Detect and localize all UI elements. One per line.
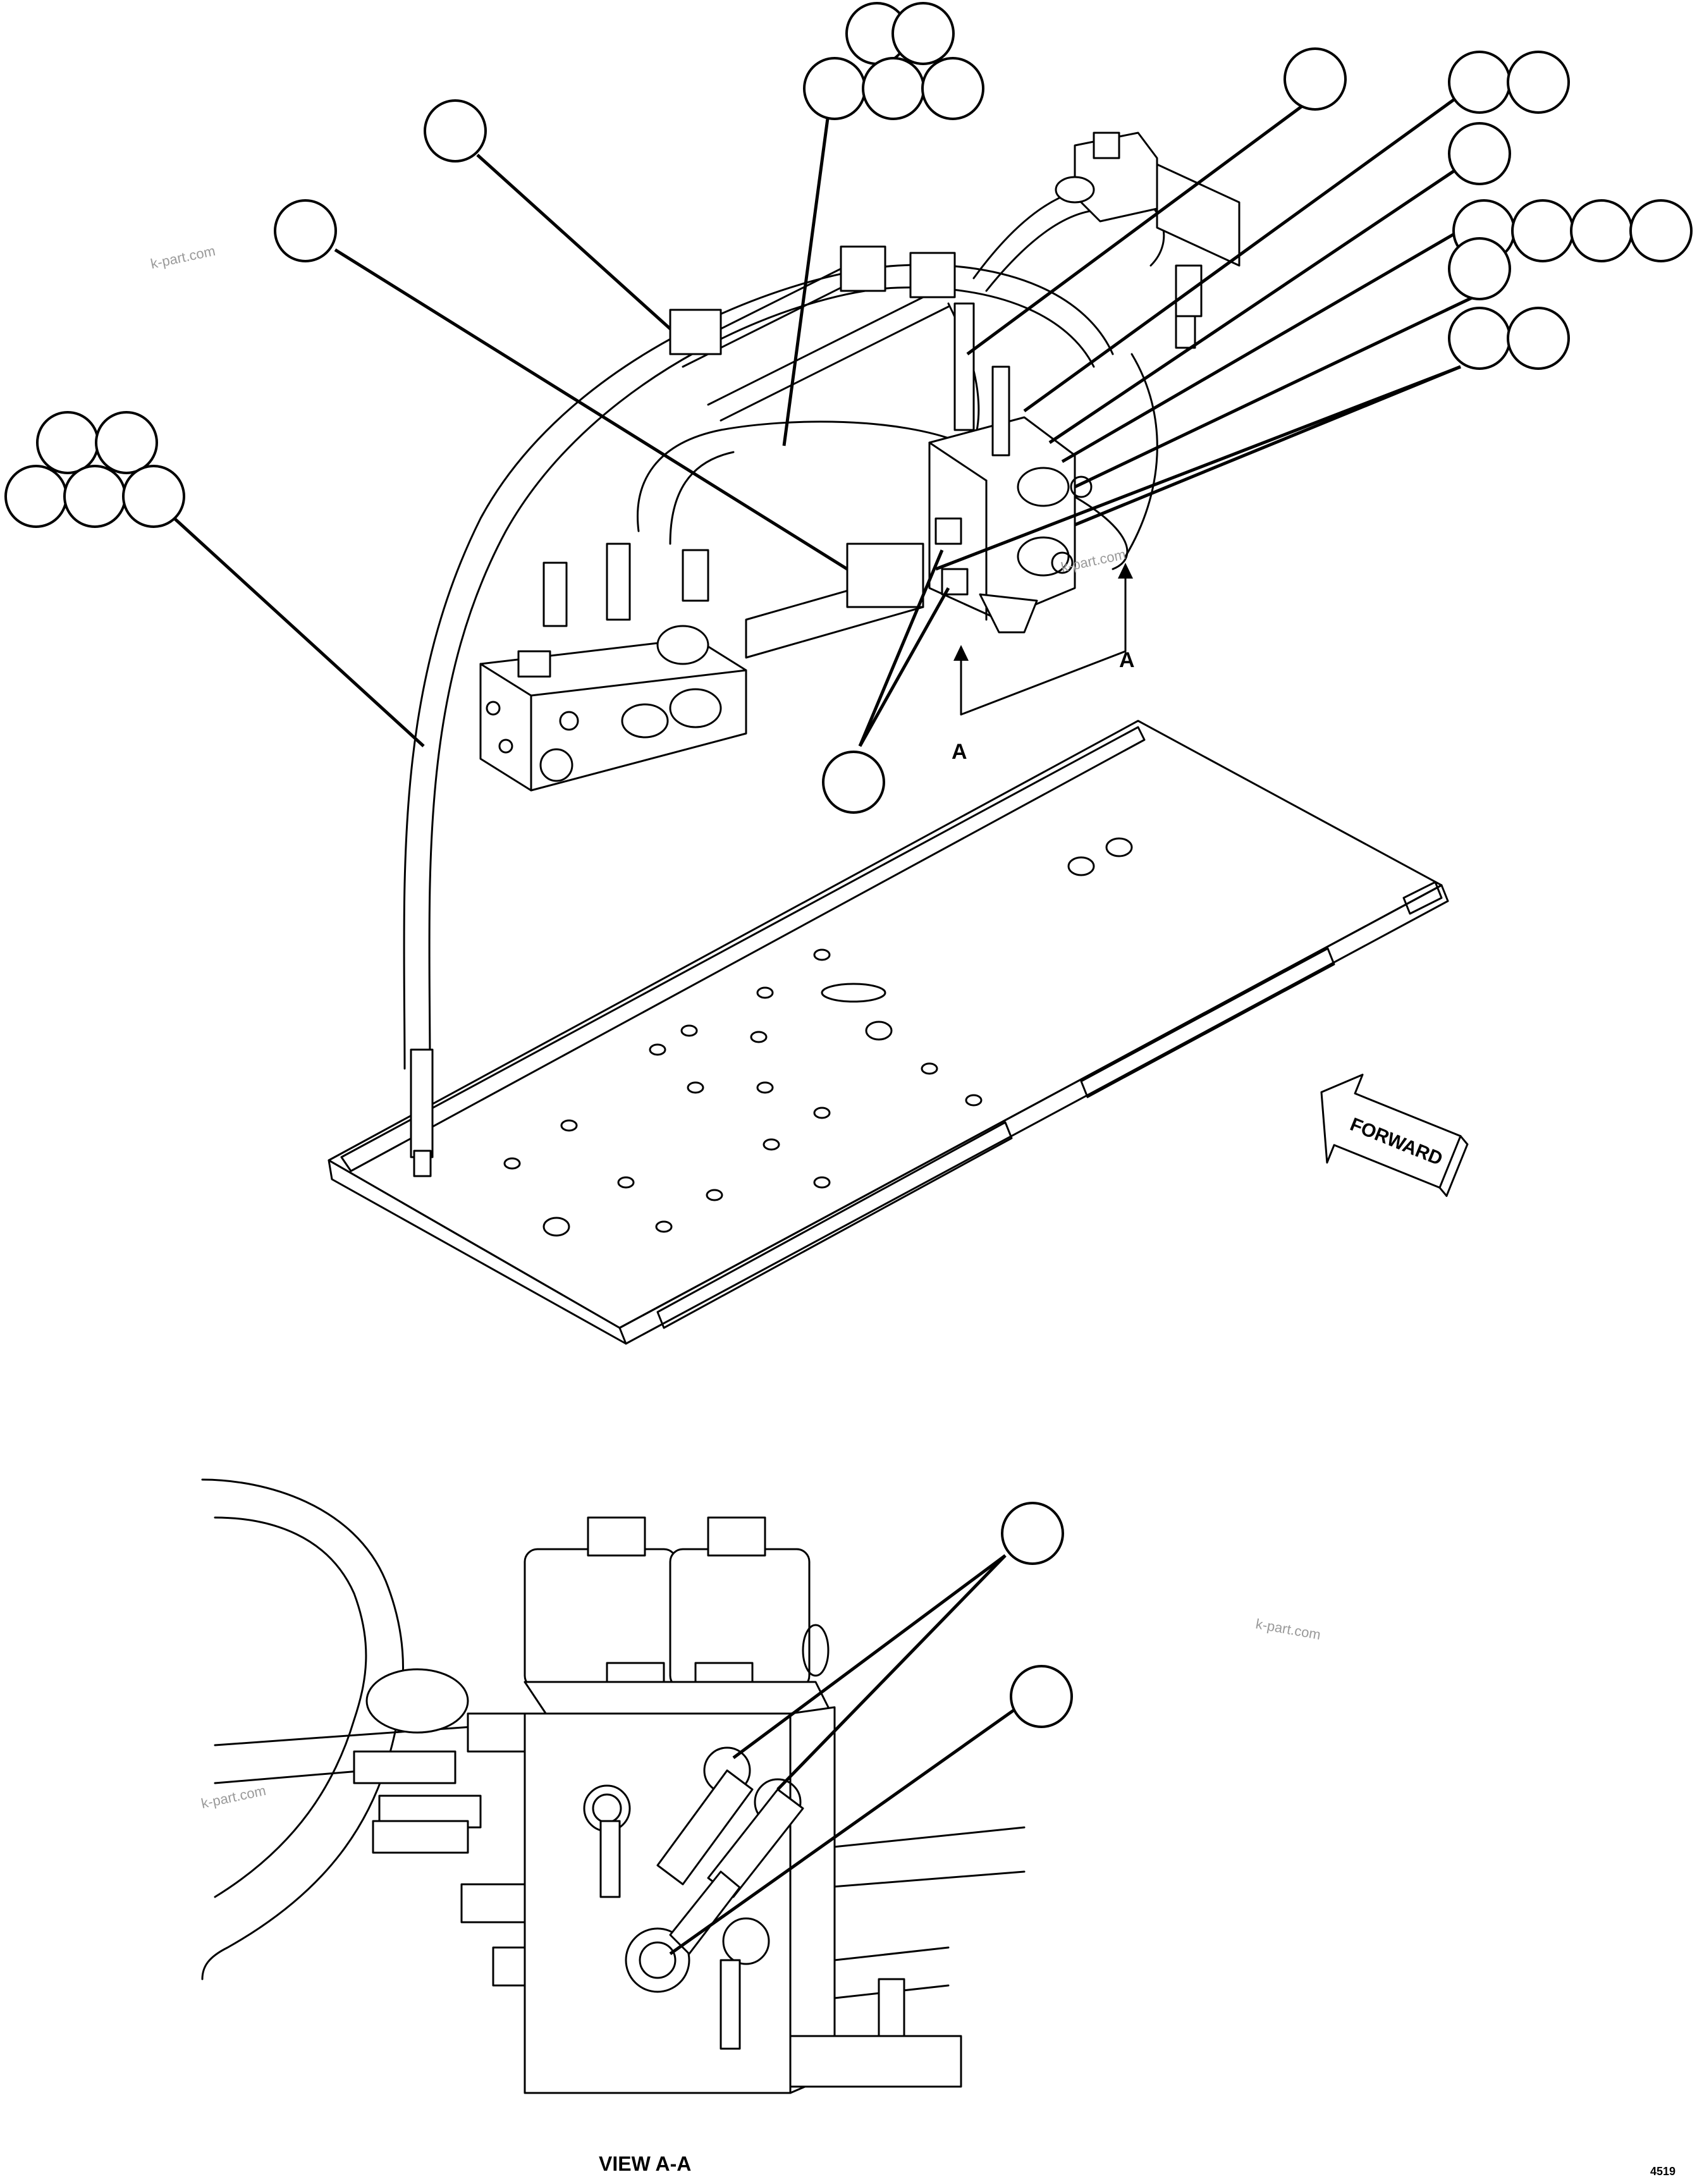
- callout-bubble: [1448, 122, 1511, 185]
- upper-assembly: A A FORWARD: [4, 2, 1693, 1345]
- callout-bubble: [1001, 1502, 1064, 1565]
- callout-bubble: [274, 199, 337, 262]
- callout-bubble: [1570, 199, 1633, 262]
- callout-bubble: [1507, 307, 1570, 370]
- callout-bubble: [1283, 47, 1347, 111]
- view-label: VIEW A-A: [599, 2152, 691, 2175]
- view-a-a-detail: VIEW A-A: [201, 1478, 1073, 2175]
- callout-bubble: [63, 465, 126, 528]
- callout-bubble: [822, 751, 885, 814]
- forward-arrow: FORWARD: [1320, 1074, 1469, 1197]
- callout-bubble: [891, 2, 955, 65]
- watermark-text: k-part.com: [149, 243, 217, 272]
- callout-bubble: [1010, 1665, 1073, 1728]
- detail-solenoids: [524, 1516, 830, 1702]
- callout-bubble: [1511, 199, 1574, 262]
- callout-bubble: [1448, 237, 1511, 300]
- right-valve-block: [928, 302, 1093, 634]
- watermark-text: k-part.com: [200, 1782, 267, 1812]
- watermark-text: k-part.com: [1254, 1616, 1322, 1643]
- section-a-label-left: A: [952, 740, 967, 764]
- detail-valve-block: [353, 1668, 962, 2094]
- mounting-plate: [328, 720, 1449, 1345]
- drawing-code: 4519: [1650, 2165, 1676, 2178]
- callout-bubble: [122, 465, 185, 528]
- callout-bubble: [95, 411, 158, 474]
- callout-bubble: [803, 57, 866, 120]
- left-valve-block: [479, 543, 924, 792]
- callout-bubble: [862, 57, 925, 120]
- detail-leader-lines: [669, 1554, 1019, 1956]
- callout-bubble: [36, 411, 99, 474]
- callout-bubble: [921, 57, 984, 120]
- callout-bubble: [4, 465, 68, 528]
- plate-holes: [503, 837, 1133, 1237]
- callout-bubble: [1448, 307, 1511, 370]
- upper-callout-bubbles: [4, 2, 1693, 814]
- callout-bubble: [424, 99, 487, 163]
- detail-callout-bubbles: [1001, 1502, 1073, 1728]
- callout-bubble: [1448, 51, 1511, 114]
- section-a-label-right: A: [1119, 648, 1135, 672]
- top-bracket: [1055, 132, 1241, 349]
- callout-bubble: [1507, 51, 1570, 114]
- upper-leader-lines: [166, 93, 1474, 747]
- callout-bubble: [1629, 199, 1693, 262]
- section-arrows: A A: [952, 563, 1135, 764]
